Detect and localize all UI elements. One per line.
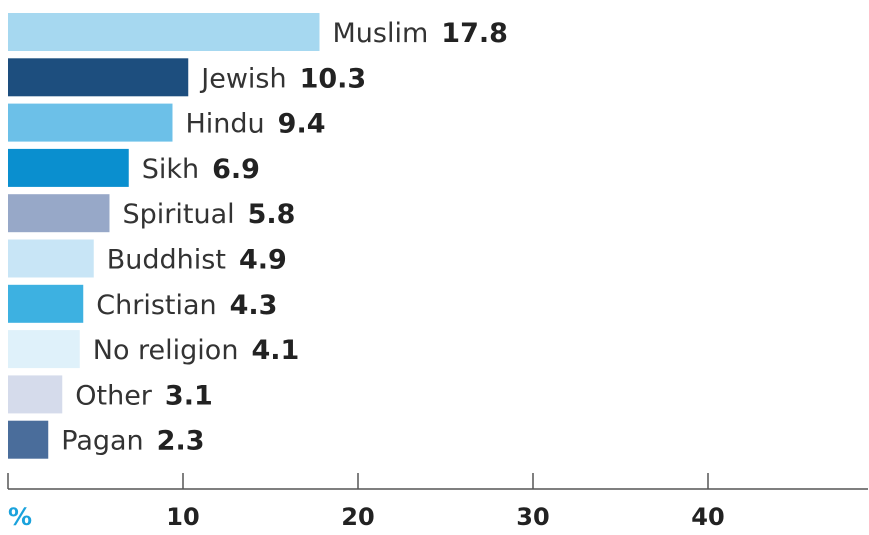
x-tick-label: 10 — [166, 503, 199, 531]
value-label: 3.1 — [165, 380, 213, 411]
bar-no-religion — [8, 330, 80, 369]
value-label: 4.3 — [230, 290, 278, 321]
category-label: Buddhist — [107, 245, 226, 276]
value-label: 6.9 — [212, 154, 260, 185]
bars-layer — [8, 13, 320, 459]
category-label: Pagan — [61, 426, 143, 457]
value-label: 4.1 — [251, 335, 299, 366]
value-label: 10.3 — [300, 63, 367, 94]
bar-hindu — [8, 103, 173, 142]
x-tick-label: 30 — [516, 503, 549, 531]
category-label: Muslim — [333, 18, 429, 49]
x-tick-label: 40 — [691, 503, 724, 531]
category-label: No religion — [93, 335, 239, 366]
category-label: Hindu — [186, 109, 265, 140]
bar-christian — [8, 284, 84, 323]
value-label: 4.9 — [239, 245, 287, 276]
value-label: 17.8 — [441, 18, 508, 49]
category-label: Christian — [96, 290, 216, 321]
bar-muslim — [8, 13, 320, 51]
value-label: 5.8 — [248, 199, 296, 230]
bar-jewish — [8, 58, 189, 97]
x-tick-label: 20 — [341, 503, 374, 531]
bar-other — [8, 375, 63, 414]
bar-spiritual — [8, 194, 110, 233]
axis-unit-label: % — [8, 503, 32, 531]
bar-buddhist — [8, 239, 94, 278]
bar-pagan — [8, 420, 49, 459]
bar-sikh — [8, 148, 129, 187]
category-label: Spiritual — [123, 199, 235, 230]
category-label: Jewish — [199, 63, 286, 94]
value-label: 9.4 — [278, 109, 326, 140]
x-axis: % 10 20 30 40 — [7, 473, 868, 531]
category-label: Other — [75, 380, 153, 411]
category-label: Sikh — [142, 154, 199, 185]
value-label: 2.3 — [157, 426, 205, 457]
